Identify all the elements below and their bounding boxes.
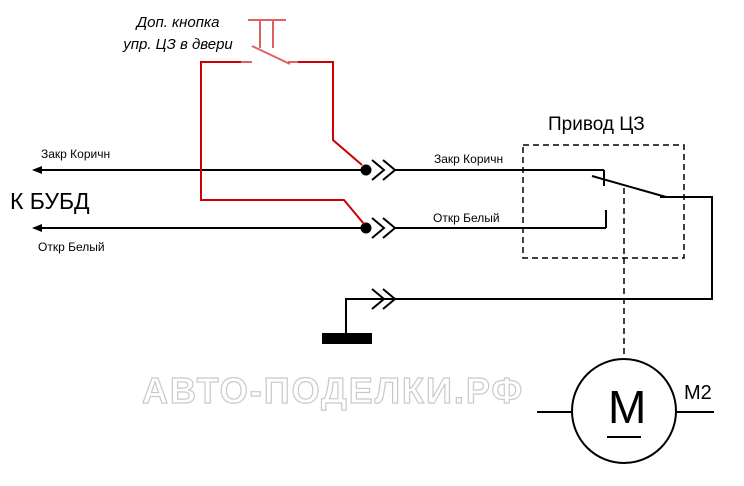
bubd-close-wire	[32, 166, 365, 174]
switch-lever	[591, 175, 667, 198]
ground-symbol-icon	[322, 333, 372, 344]
actuator-title: Привод ЦЗ	[548, 114, 645, 135]
watermark: АВТО-ПОДЕЛКИ.РФ	[141, 369, 525, 411]
common-wire	[395, 196, 713, 300]
bubd-open-label: Откр Белый	[38, 240, 105, 254]
junction-dot	[360, 164, 372, 176]
button-label-line2: упр. ЦЗ в двери	[123, 36, 233, 53]
junction-dot	[360, 222, 372, 234]
bubd-title: К БУБД	[10, 188, 90, 214]
bubd-open-wire	[32, 224, 365, 232]
actuator-box	[522, 144, 685, 259]
arrow-left-icon	[32, 166, 42, 174]
button-label-line1: Доп. кнопка	[136, 14, 220, 31]
arrow-left-icon	[32, 224, 42, 232]
actuator-open-label: Откр Белый	[433, 211, 500, 225]
button-wiring	[200, 61, 365, 225]
push-button-icon	[241, 19, 298, 65]
motor-label: M2	[684, 382, 712, 404]
connector-open	[371, 217, 397, 239]
actuator-close-label: Закр Коричн	[434, 152, 504, 166]
connector-close	[371, 159, 397, 181]
button-label: Доп. кнопка упр. ЦЗ в двери	[110, 12, 246, 56]
bubd-close-label: Закр Коричн	[41, 147, 111, 161]
motor-symbol: M	[608, 381, 647, 433]
ground-wire	[345, 298, 395, 333]
